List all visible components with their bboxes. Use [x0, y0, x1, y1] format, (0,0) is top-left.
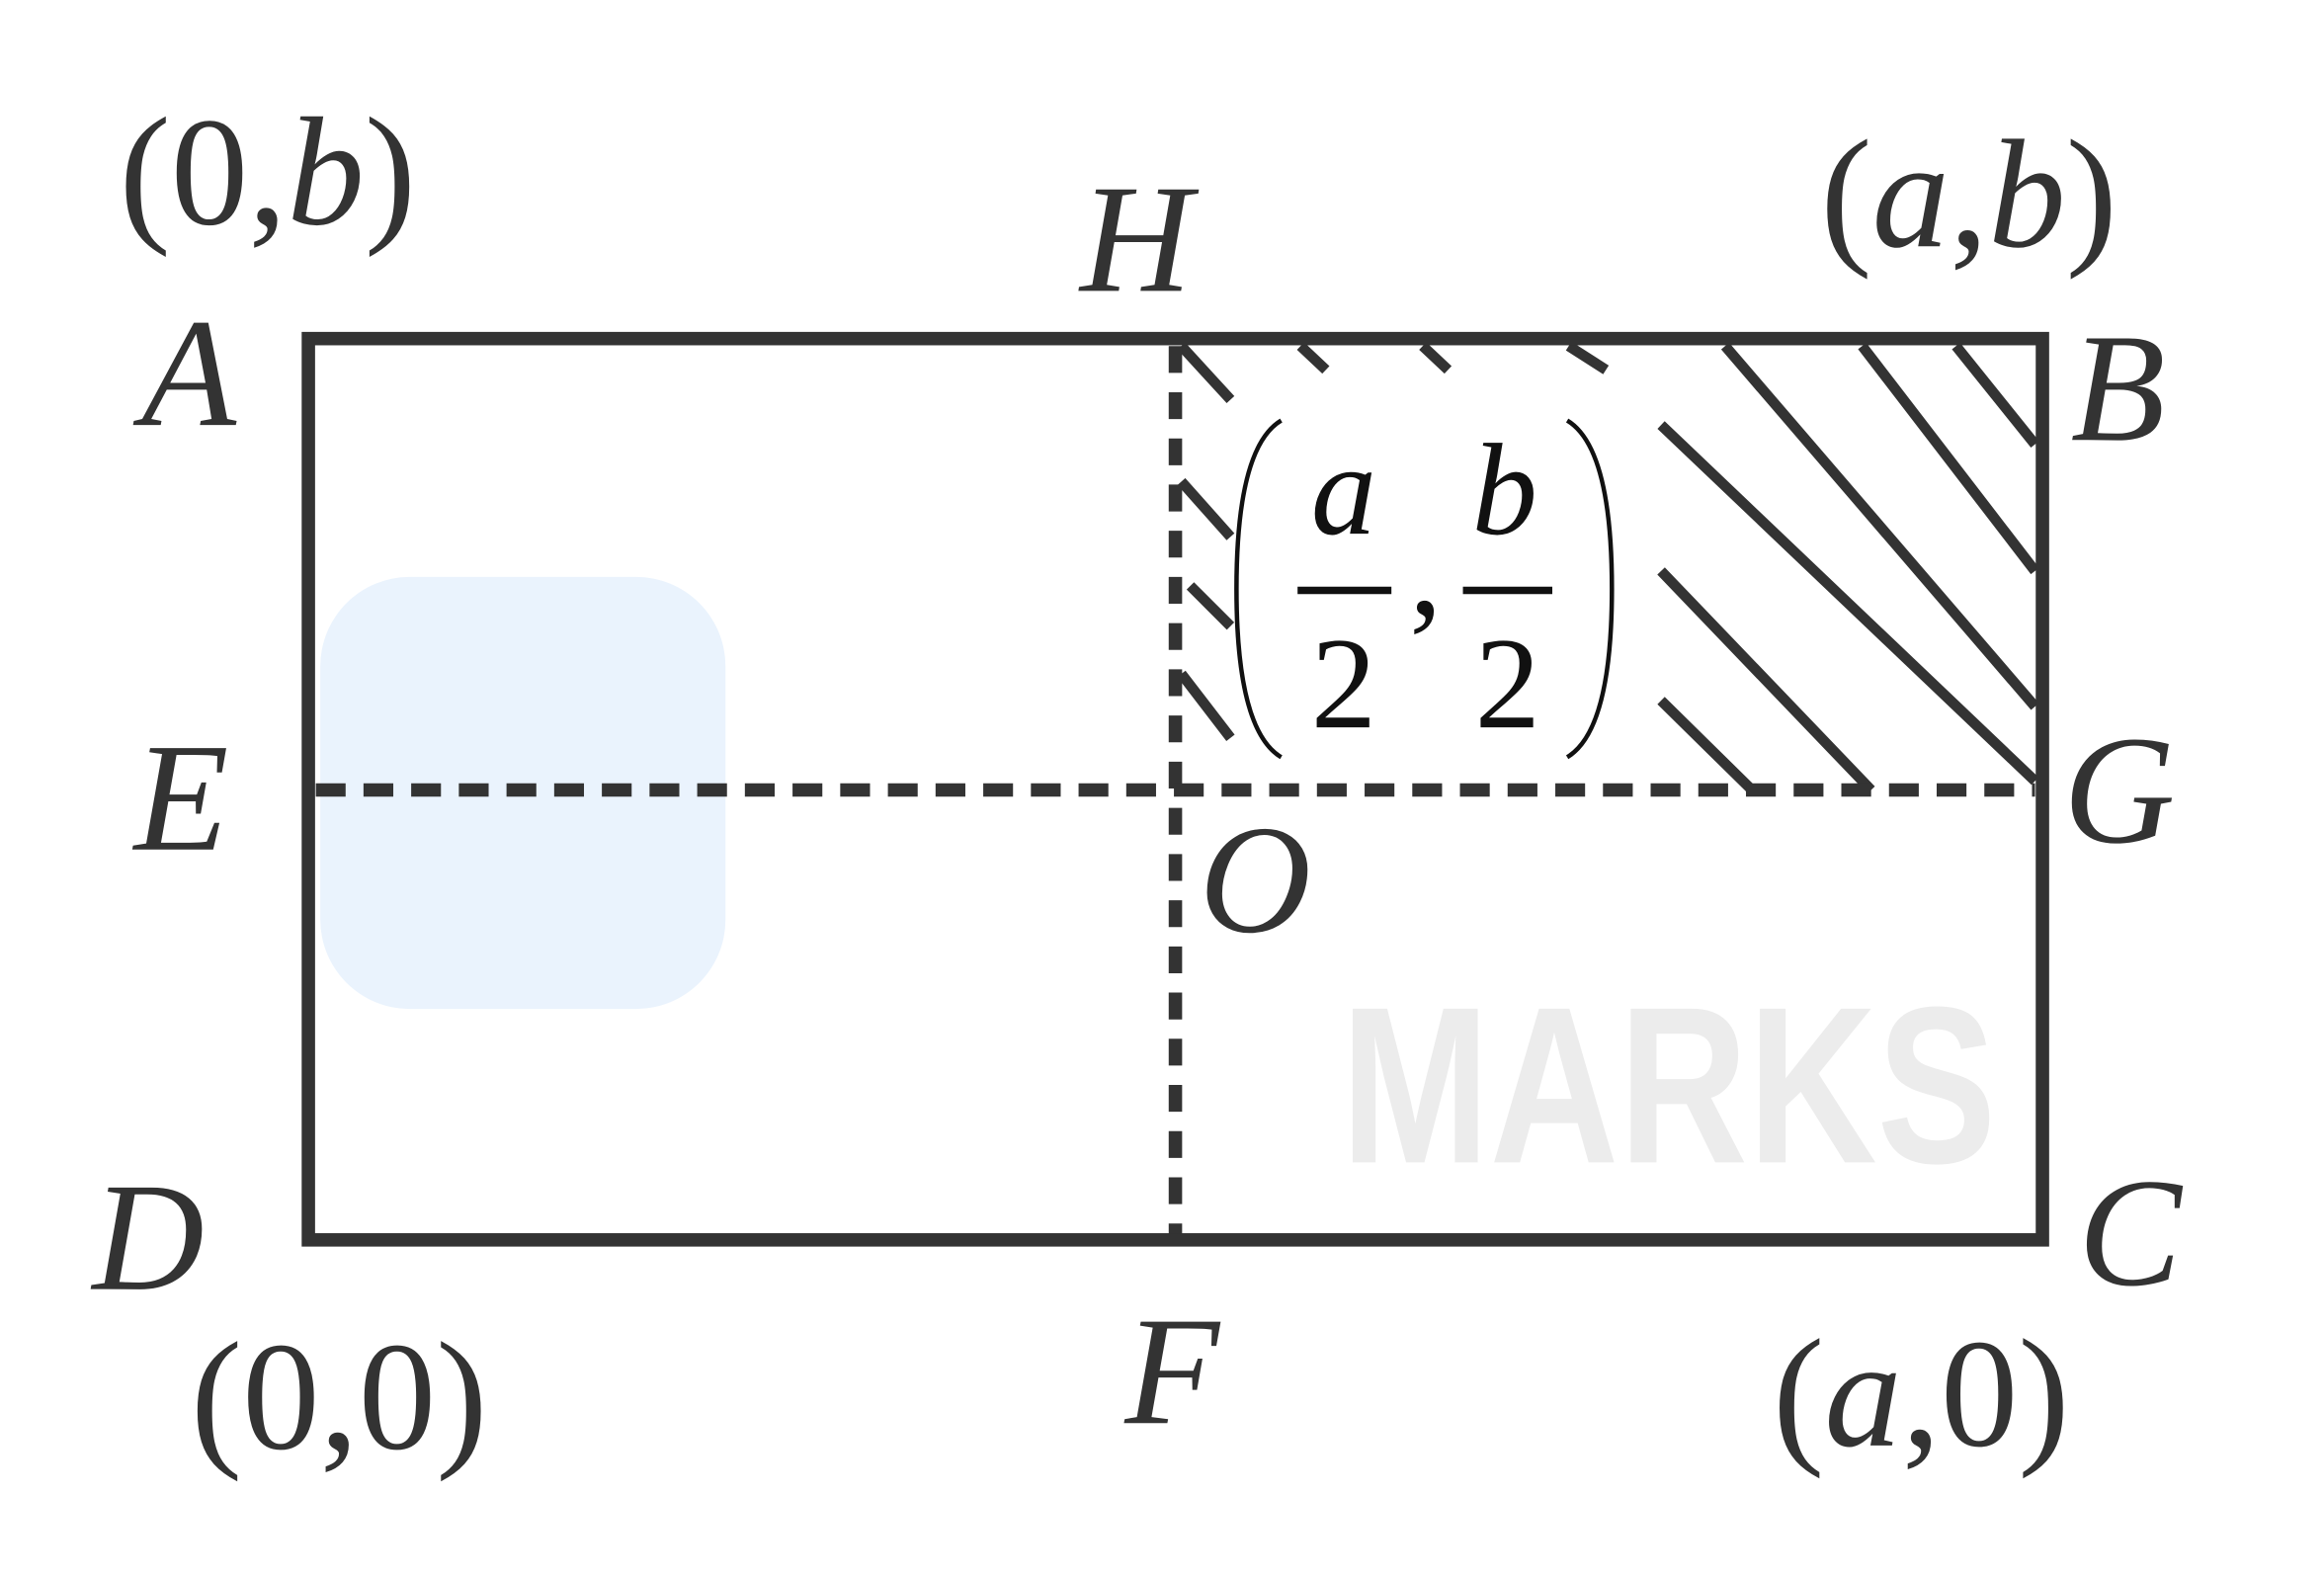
coord-c: (a,0) — [1773, 1307, 2069, 1479]
label-c: C — [2078, 1146, 2184, 1318]
coord-a: (0,b) — [120, 86, 416, 258]
label-g: G — [2063, 704, 2175, 875]
denominator-y: 2 — [1475, 611, 1540, 756]
label-a: A — [132, 287, 237, 458]
label-e: E — [132, 711, 229, 883]
label-h: H — [1078, 152, 1200, 324]
denominator-x: 2 — [1311, 611, 1376, 756]
numerator-x: a — [1311, 417, 1376, 562]
watermark-text: MARKS — [1341, 959, 1996, 1209]
comma: , — [1409, 498, 1442, 643]
numerator-y: b — [1472, 417, 1537, 562]
coord-d: (0,0) — [191, 1310, 487, 1482]
coord-o: a 2 , b 2 — [1234, 414, 1615, 767]
shaded-region-hatching — [1177, 341, 2039, 794]
rectangle-abcd — [301, 331, 2049, 1247]
label-b: B — [2071, 301, 2166, 473]
coord-b: (a,b) — [1820, 108, 2116, 280]
label-d: D — [90, 1151, 204, 1323]
label-o: O — [1200, 793, 1311, 965]
label-f: F — [1123, 1285, 1221, 1456]
